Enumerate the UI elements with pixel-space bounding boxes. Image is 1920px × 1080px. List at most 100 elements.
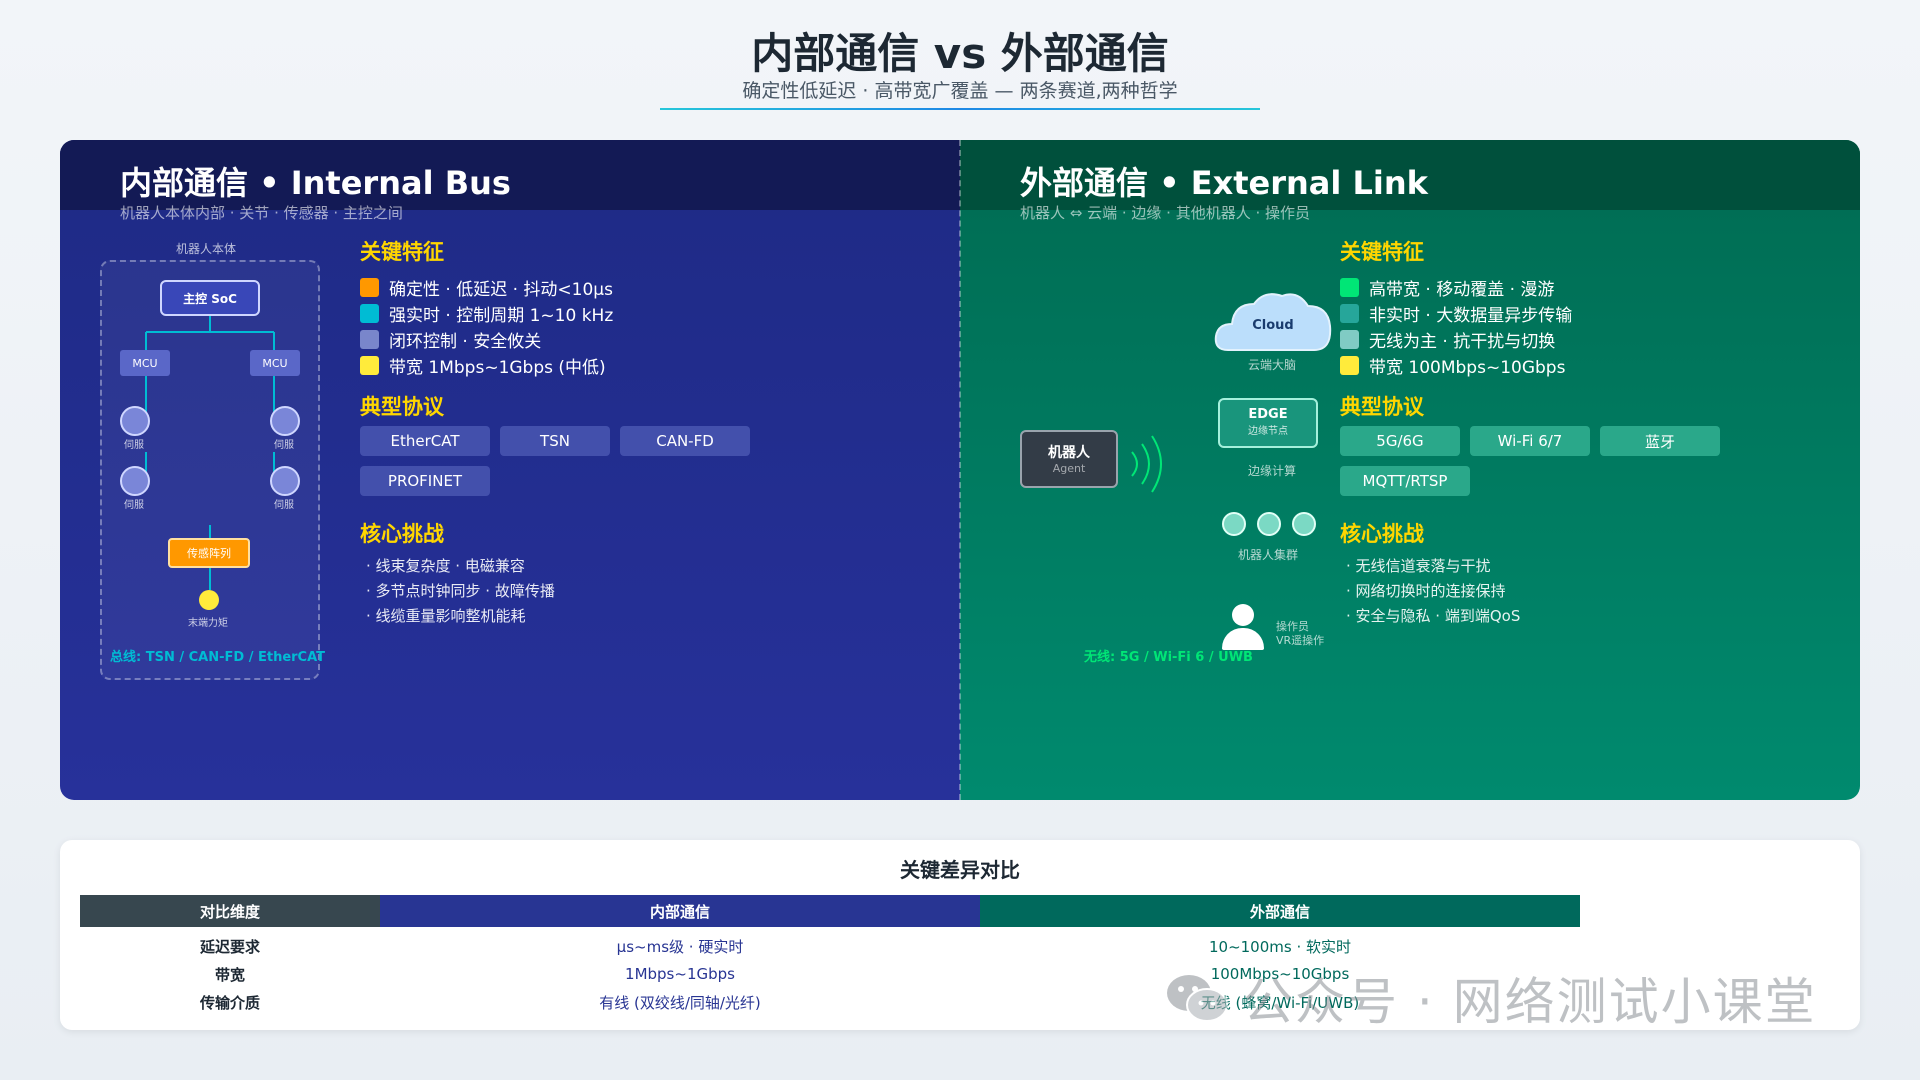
feature-item: 非实时 · 大数据量异步传输: [1340, 301, 1572, 326]
cloud-icon: [1214, 293, 1332, 351]
feature-text: 带宽 100Mbps~10Gbps: [1369, 358, 1566, 378]
feature-swatch: [1340, 356, 1359, 375]
edge-caption: 边缘计算: [1248, 464, 1297, 478]
external-panel-subtitle: 机器人 ⇔ 云端 · 边缘 · 其他机器人 · 操作员: [1020, 204, 1311, 222]
feature-item: 闭环控制 · 安全攸关: [360, 327, 541, 352]
operator-icon: [1232, 604, 1254, 626]
protocol-chip-bluetooth: 蓝牙: [1600, 426, 1720, 456]
servo-label: 伺服: [124, 500, 144, 511]
challenge-item: · 安全与隐私 · 端到端QoS: [1346, 607, 1521, 625]
table-cell: 带宽: [214, 965, 245, 984]
table-cell: 1Mbps~1Gbps: [625, 965, 735, 983]
protocol-chip-mqtt: MQTT/RTSP: [1340, 466, 1470, 496]
wechat-icon: [1167, 975, 1228, 1022]
table-cell: 100Mbps~10Gbps: [1210, 965, 1350, 983]
swarm-robot-node: [1257, 512, 1281, 536]
table-cell: μs~ms级 · 硬实时: [616, 937, 744, 956]
wireless-signal-icon: [1131, 435, 1162, 493]
feature-item: 带宽 100Mbps~10Gbps: [1340, 353, 1565, 378]
robot-agent-title: 机器人: [1048, 445, 1090, 461]
watermark: 公众号 · 网络测试小课堂: [1165, 968, 1817, 1031]
robot-body-caption: 机器人本体: [176, 242, 237, 256]
feature-text: 强实时 · 控制周期 1~10 kHz: [389, 306, 614, 326]
protocol-chip-wifi: Wi-Fi 6/7: [1470, 426, 1590, 456]
servo-label: 伺服: [274, 500, 294, 511]
feature-item: 确定性 · 低延迟 · 抖动<10μs: [360, 275, 613, 300]
mcu-node-right: MCU: [250, 350, 300, 376]
bus-protocol-note: 总线: TSN / CAN-FD / EtherCAT: [110, 650, 326, 665]
external-challenges-heading: 核心挑战: [1340, 522, 1424, 546]
feature-text: 带宽 1Mbps~1Gbps (中低): [389, 358, 606, 378]
robot-agent-subtitle: Agent: [1052, 462, 1086, 475]
internal-features-heading: 关键特征: [360, 240, 444, 264]
sensor-array-node: 传感阵列: [168, 538, 250, 568]
cloud-label: Cloud: [1252, 318, 1294, 333]
challenge-item: · 线缆重量影响整机能耗: [366, 607, 526, 625]
robot-agent-node: 机器人 Agent: [1020, 430, 1118, 488]
feature-swatch: [360, 330, 379, 349]
table-cell: 无线 (蜂窝/Wi-Fi/UWB): [1200, 993, 1360, 1012]
internal-panel-header: [60, 140, 960, 210]
external-protocols-heading: 典型协议: [1340, 395, 1424, 419]
protocol-chip-can-fd: CAN-FD: [620, 426, 750, 456]
table-cell: 有线 (双绞线/同轴/光纤): [599, 993, 761, 1012]
internal-challenges-heading: 核心挑战: [360, 522, 444, 546]
feature-text: 非实时 · 大数据量异步传输: [1369, 306, 1573, 326]
swarm-caption: 机器人集群: [1238, 548, 1299, 562]
operator-caption: 操作员: [1276, 620, 1309, 633]
end-effector-label: 末端力矩: [188, 618, 228, 629]
servo-node: [270, 466, 300, 496]
feature-swatch: [1340, 278, 1359, 297]
mcu-node-left: MCU: [120, 350, 170, 376]
edge-node: EDGE 边缘节点: [1218, 398, 1318, 448]
main-soc-node: 主控 SoC: [160, 280, 260, 316]
table-header-dimension: 对比维度: [80, 895, 380, 927]
feature-swatch: [1340, 330, 1359, 349]
table-cell: 延迟要求: [199, 937, 260, 956]
protocol-chip-tsn: TSN: [500, 426, 610, 456]
feature-text: 高带宽 · 移动覆盖 · 漫游: [1369, 280, 1555, 300]
feature-swatch: [1340, 304, 1359, 323]
protocol-chip-ethercat: EtherCAT: [360, 426, 490, 456]
servo-node: [120, 466, 150, 496]
table-header-internal: 内部通信: [380, 895, 980, 927]
protocol-chip-profinet: PROFINET: [360, 466, 490, 496]
comparison-title: 关键差异对比: [900, 858, 1020, 882]
servo-node: [270, 406, 300, 436]
feature-swatch: [360, 356, 379, 375]
external-features-heading: 关键特征: [1340, 240, 1424, 264]
challenge-item: · 多节点时钟同步 · 故障传播: [366, 582, 555, 600]
feature-swatch: [360, 304, 379, 323]
panel-divider: [959, 140, 961, 800]
operator-caption-vr: VR遥操作: [1276, 634, 1325, 647]
internal-protocols-heading: 典型协议: [360, 395, 444, 419]
servo-label: 伺服: [274, 440, 294, 451]
page-subtitle: 确定性低延迟 · 高带宽广覆盖 — 两条赛道,两种哲学: [742, 80, 1178, 102]
external-link-panel: 外部通信 • External Link 机器人 ⇔ 云端 · 边缘 · 其他机…: [960, 140, 1860, 800]
end-effector-node: [199, 590, 219, 610]
internal-panel-subtitle: 机器人本体内部 · 关节 · 传感器 · 主控之间: [120, 204, 403, 222]
challenge-item: · 线束复杂度 · 电磁兼容: [366, 557, 525, 575]
feature-item: 无线为主 · 抗干扰与切换: [1340, 327, 1555, 352]
swarm-robot-node: [1292, 512, 1316, 536]
feature-item: 带宽 1Mbps~1Gbps (中低): [360, 353, 606, 378]
feature-item: 高带宽 · 移动覆盖 · 漫游: [1340, 275, 1554, 300]
table-cell: 传输介质: [199, 993, 260, 1012]
operator-body-icon: [1222, 628, 1264, 650]
title-underline: [660, 108, 1260, 110]
swarm-robot-node: [1222, 512, 1246, 536]
servo-node: [120, 406, 150, 436]
external-panel-title: 外部通信 • External Link: [1020, 164, 1428, 202]
servo-label: 伺服: [124, 440, 144, 451]
comparison-table: 关键差异对比 对比维度 内部通信 外部通信 延迟要求 μs~ms级 · 硬实时 …: [60, 840, 1860, 1030]
feature-item: 强实时 · 控制周期 1~10 kHz: [360, 301, 613, 326]
watermark-text: 公众号 · 网络测试小课堂: [1243, 973, 1817, 1031]
feature-swatch: [360, 278, 379, 297]
external-panel-header: [960, 140, 1860, 210]
feature-text: 闭环控制 · 安全攸关: [389, 332, 542, 352]
protocol-chip-5g: 5G/6G: [1340, 426, 1460, 456]
page-title: 内部通信 vs 外部通信: [751, 29, 1169, 78]
edge-node-title: EDGE: [1248, 407, 1288, 422]
table-header-external: 外部通信: [980, 895, 1580, 927]
internal-panel-title: 内部通信 • Internal Bus: [120, 164, 511, 202]
